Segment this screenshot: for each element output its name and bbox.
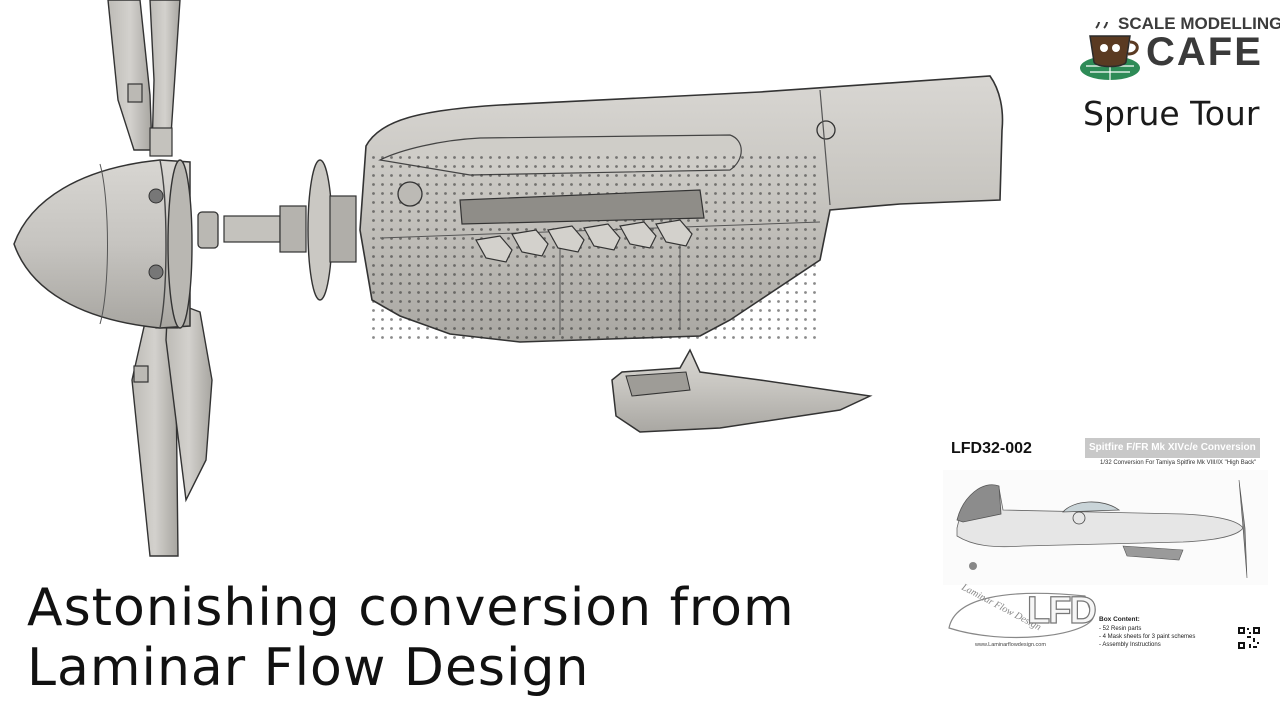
exhaust-stacks [475, 219, 693, 263]
section-label: Sprue Tour [1083, 94, 1260, 133]
coffee-cup-globe-icon [1080, 22, 1140, 80]
logo-top-text: SCALE MODELLING [1118, 14, 1280, 33]
product-subtitle: 1/32 Conversion For Tamiya Spitfire Mk V… [1100, 460, 1257, 466]
lfd-wing-logo [948, 592, 1094, 639]
spitfire-illustration [943, 470, 1268, 585]
box-content-item: - 52 Resin parts [1099, 626, 1142, 632]
product-title: Spitfire F/FR Mk XIVc/e Conversion [1085, 438, 1260, 458]
radiator-intake [611, 348, 873, 433]
product-url: www.Laminarflowdesign.com [975, 642, 1046, 648]
lfd-brand-mark: LFD [1026, 589, 1097, 632]
headline-line-2: Laminar Flow Design [27, 638, 590, 698]
headline-line-1: Astonishing conversion from [27, 578, 795, 638]
product-code: LFD32-002 [951, 440, 1032, 457]
product-box-art: LFD32-002 Spitfire F/FR Mk XIVc/e Conver… [935, 430, 1270, 660]
propeller-spinner [13, 159, 193, 329]
scale-modelling-cafe-logo: SCALE MODELLING CAFE [1080, 14, 1280, 84]
logo-main-text: CAFE [1146, 30, 1263, 74]
propeller-blade-upper [107, 0, 181, 157]
propeller-blade-lower [131, 299, 213, 557]
headline: Astonishing conversion from Laminar Flow… [27, 578, 795, 698]
propeller-shaft [197, 159, 357, 301]
box-content-item: - Assembly Instructions [1099, 642, 1161, 648]
engine-cowling [359, 75, 1004, 343]
qr-code-icon [1237, 626, 1261, 650]
box-content-item: - 4 Mask sheets for 3 paint schemes [1099, 634, 1196, 640]
box-content-list: - 52 Resin parts - 4 Mask sheets for 3 p… [1099, 625, 1195, 649]
box-content-heading: Box Content: [1099, 616, 1140, 623]
